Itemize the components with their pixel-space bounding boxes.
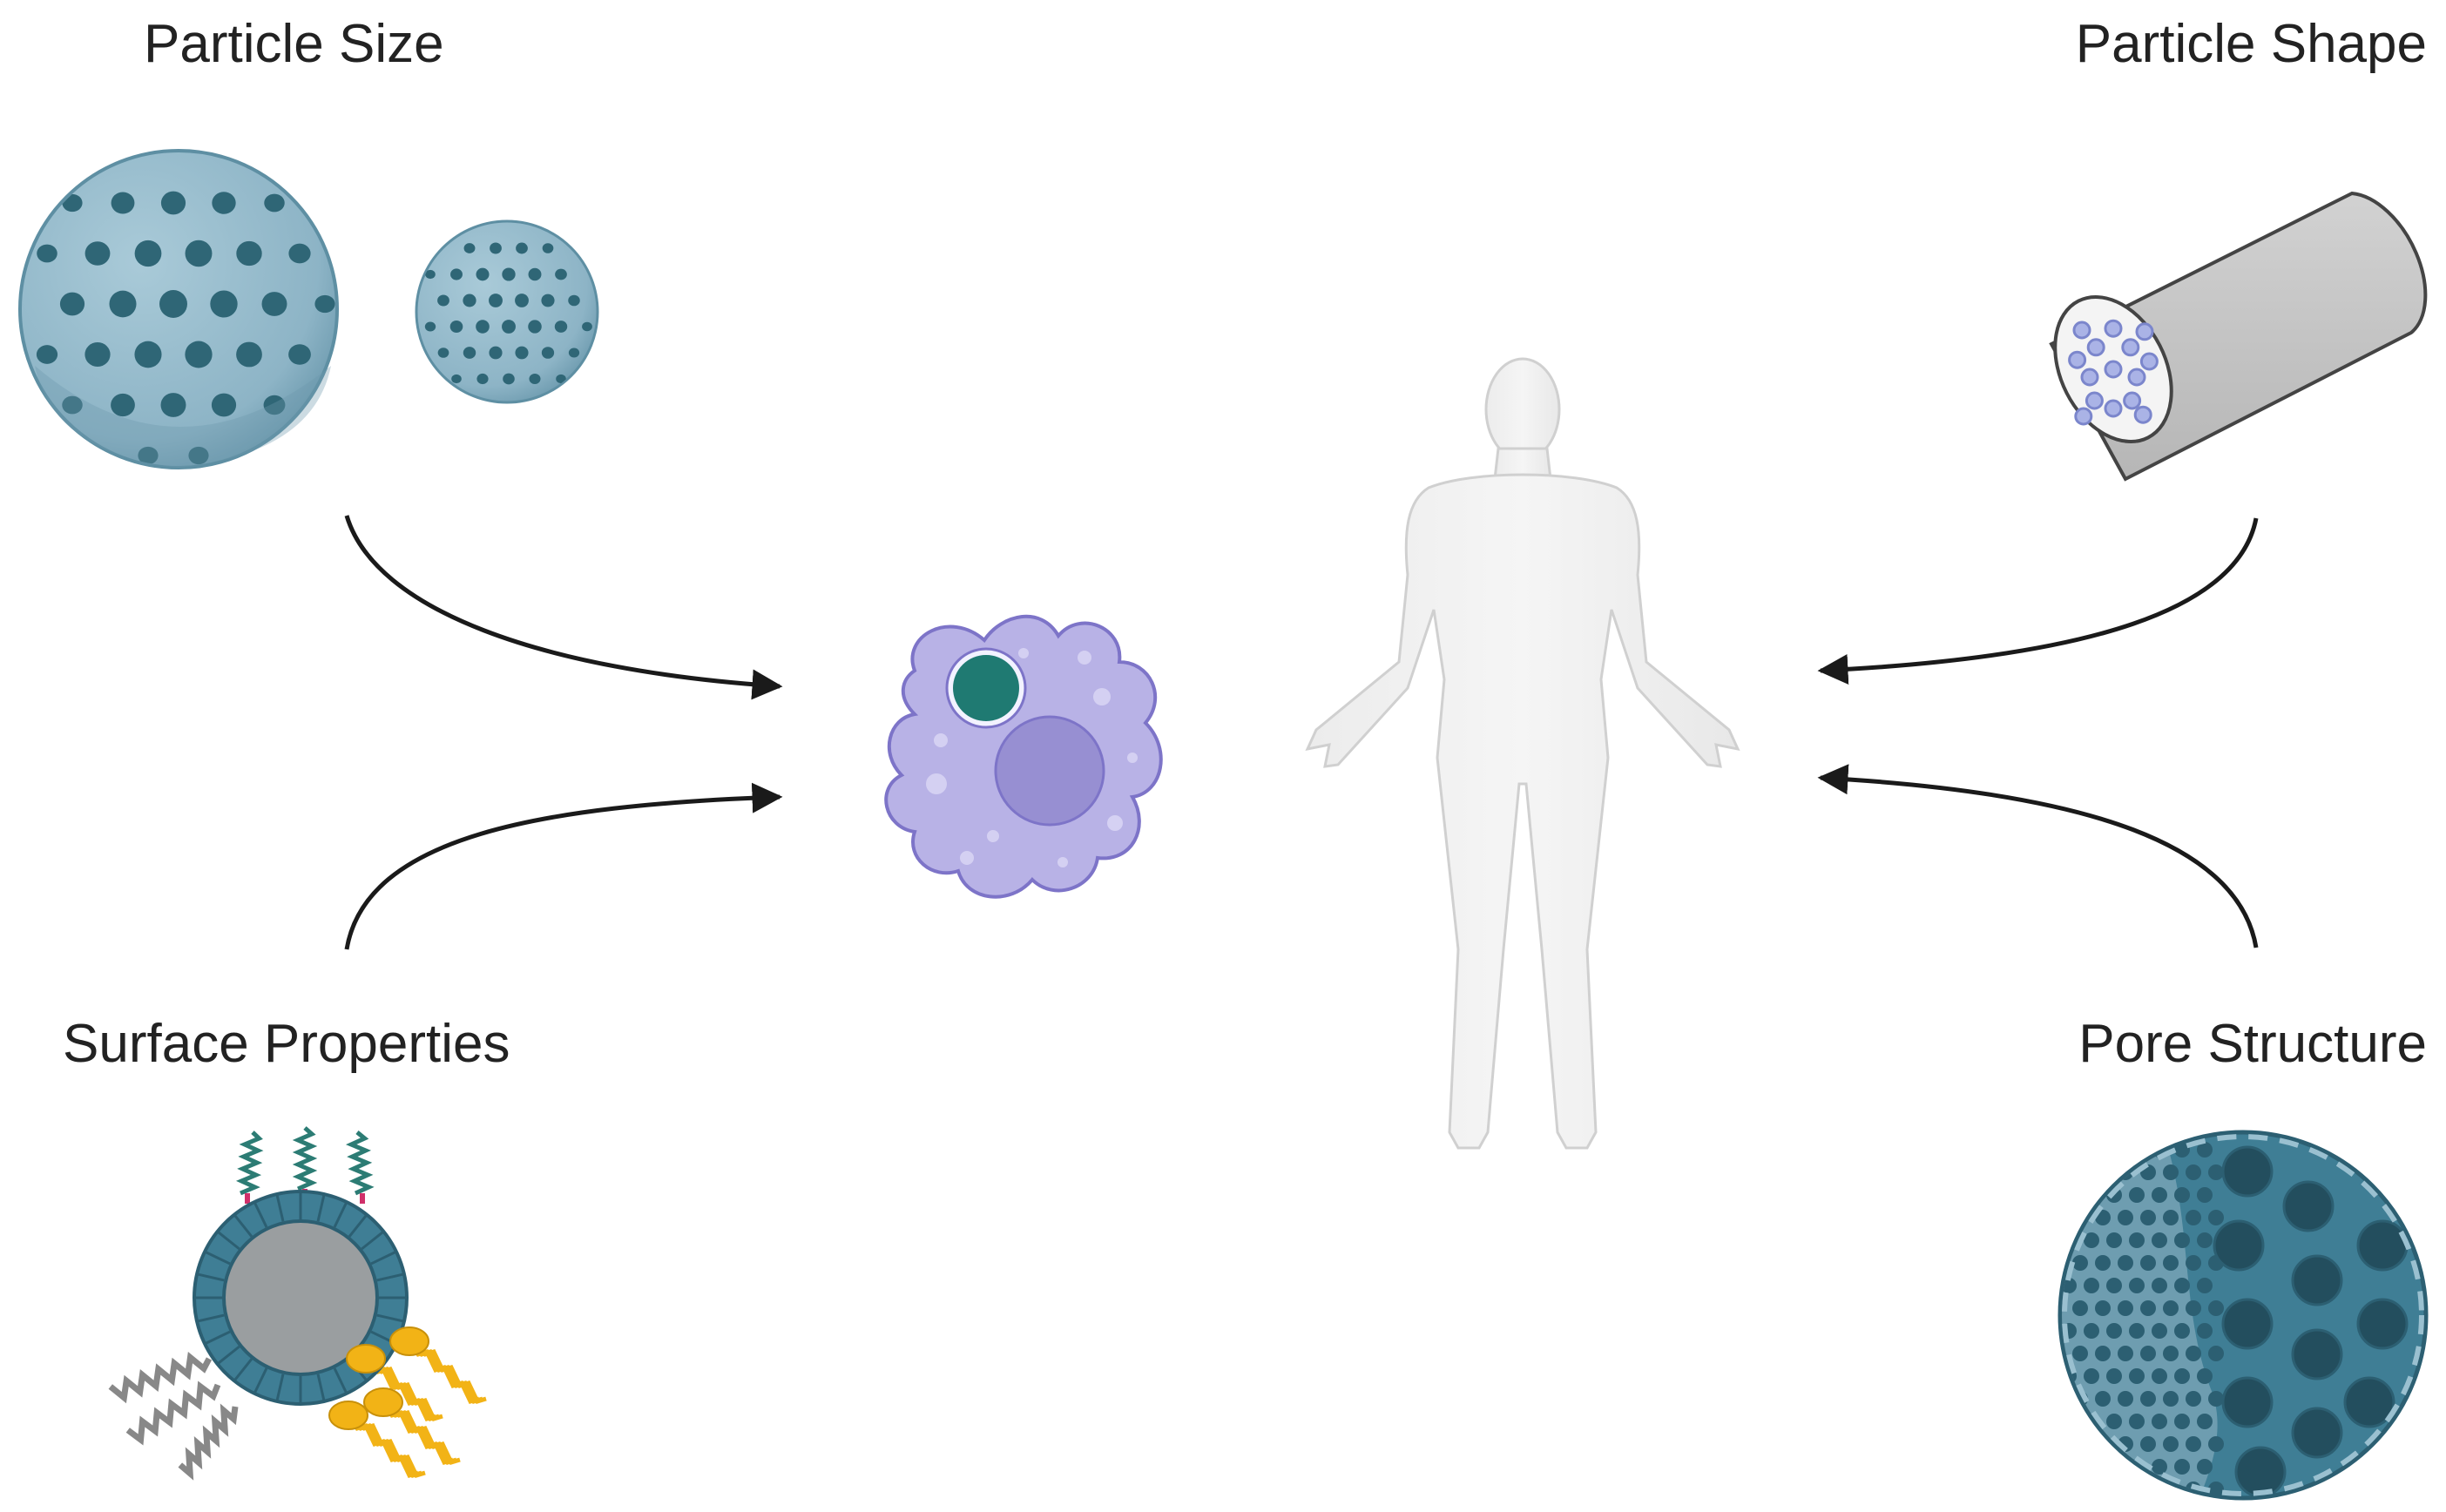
- macrophage-cell-icon: [884, 614, 1163, 899]
- pore-structure-label: Pore Structure: [2078, 1014, 2427, 1074]
- pore-structure-sphere-icon: [2057, 1130, 2429, 1501]
- small-porous-sphere-icon: [415, 219, 599, 404]
- surface-properties-label: Surface Properties: [63, 1014, 510, 1074]
- particle-size-label: Particle Size: [144, 14, 444, 74]
- human-body-icon: [1305, 357, 1740, 1150]
- arrow-pore-to-human: [1817, 764, 2259, 948]
- large-porous-sphere-icon: [18, 149, 339, 469]
- surface-functionalized-particle-icon: [108, 1126, 487, 1481]
- arrow-shape-to-human: [1817, 517, 2259, 685]
- particle-shape-label: Particle Shape: [2075, 14, 2427, 74]
- arrow-surface-to-cell: [344, 782, 783, 950]
- arrow-size-to-cell: [344, 515, 783, 700]
- cylindrical-rod-particle-icon: [2049, 191, 2428, 482]
